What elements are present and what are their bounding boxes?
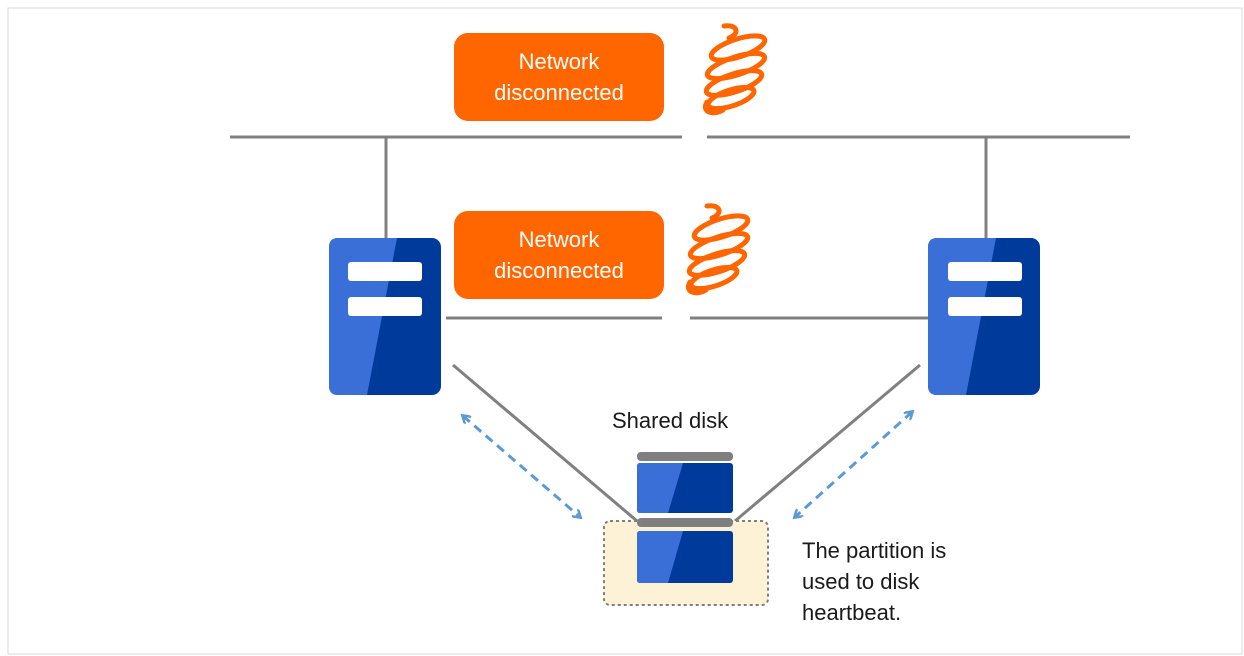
server-icon	[928, 238, 1040, 395]
right-disk-link	[734, 363, 921, 523]
left-disk-link	[452, 363, 638, 523]
badge-line-2: disconnected	[494, 80, 624, 105]
spring-icon	[703, 23, 768, 116]
badge-line-1: Network	[518, 227, 600, 252]
public-network-disconnected-badge: Network disconnected	[454, 33, 664, 121]
partition-note: The partition is used to disk heartbeat.	[802, 535, 946, 628]
spring-icon	[686, 203, 751, 296]
partition-note-line-2: used to disk	[802, 569, 920, 594]
shared-disk-label: Shared disk	[612, 408, 729, 433]
badge-line-2: disconnected	[494, 258, 624, 283]
interconnect-disconnected-badge: Network disconnected	[454, 211, 664, 299]
figure-frame	[7, 7, 1243, 655]
partition-note-line-1: The partition is	[802, 538, 947, 563]
right-heartbeat-arrow	[795, 412, 912, 517]
badge-line-1: Network	[518, 49, 600, 74]
left-heartbeat-arrow	[463, 416, 580, 517]
disk-icon	[637, 452, 733, 583]
server-icon	[329, 238, 441, 395]
partition-note-line-3: heartbeat.	[802, 600, 902, 625]
